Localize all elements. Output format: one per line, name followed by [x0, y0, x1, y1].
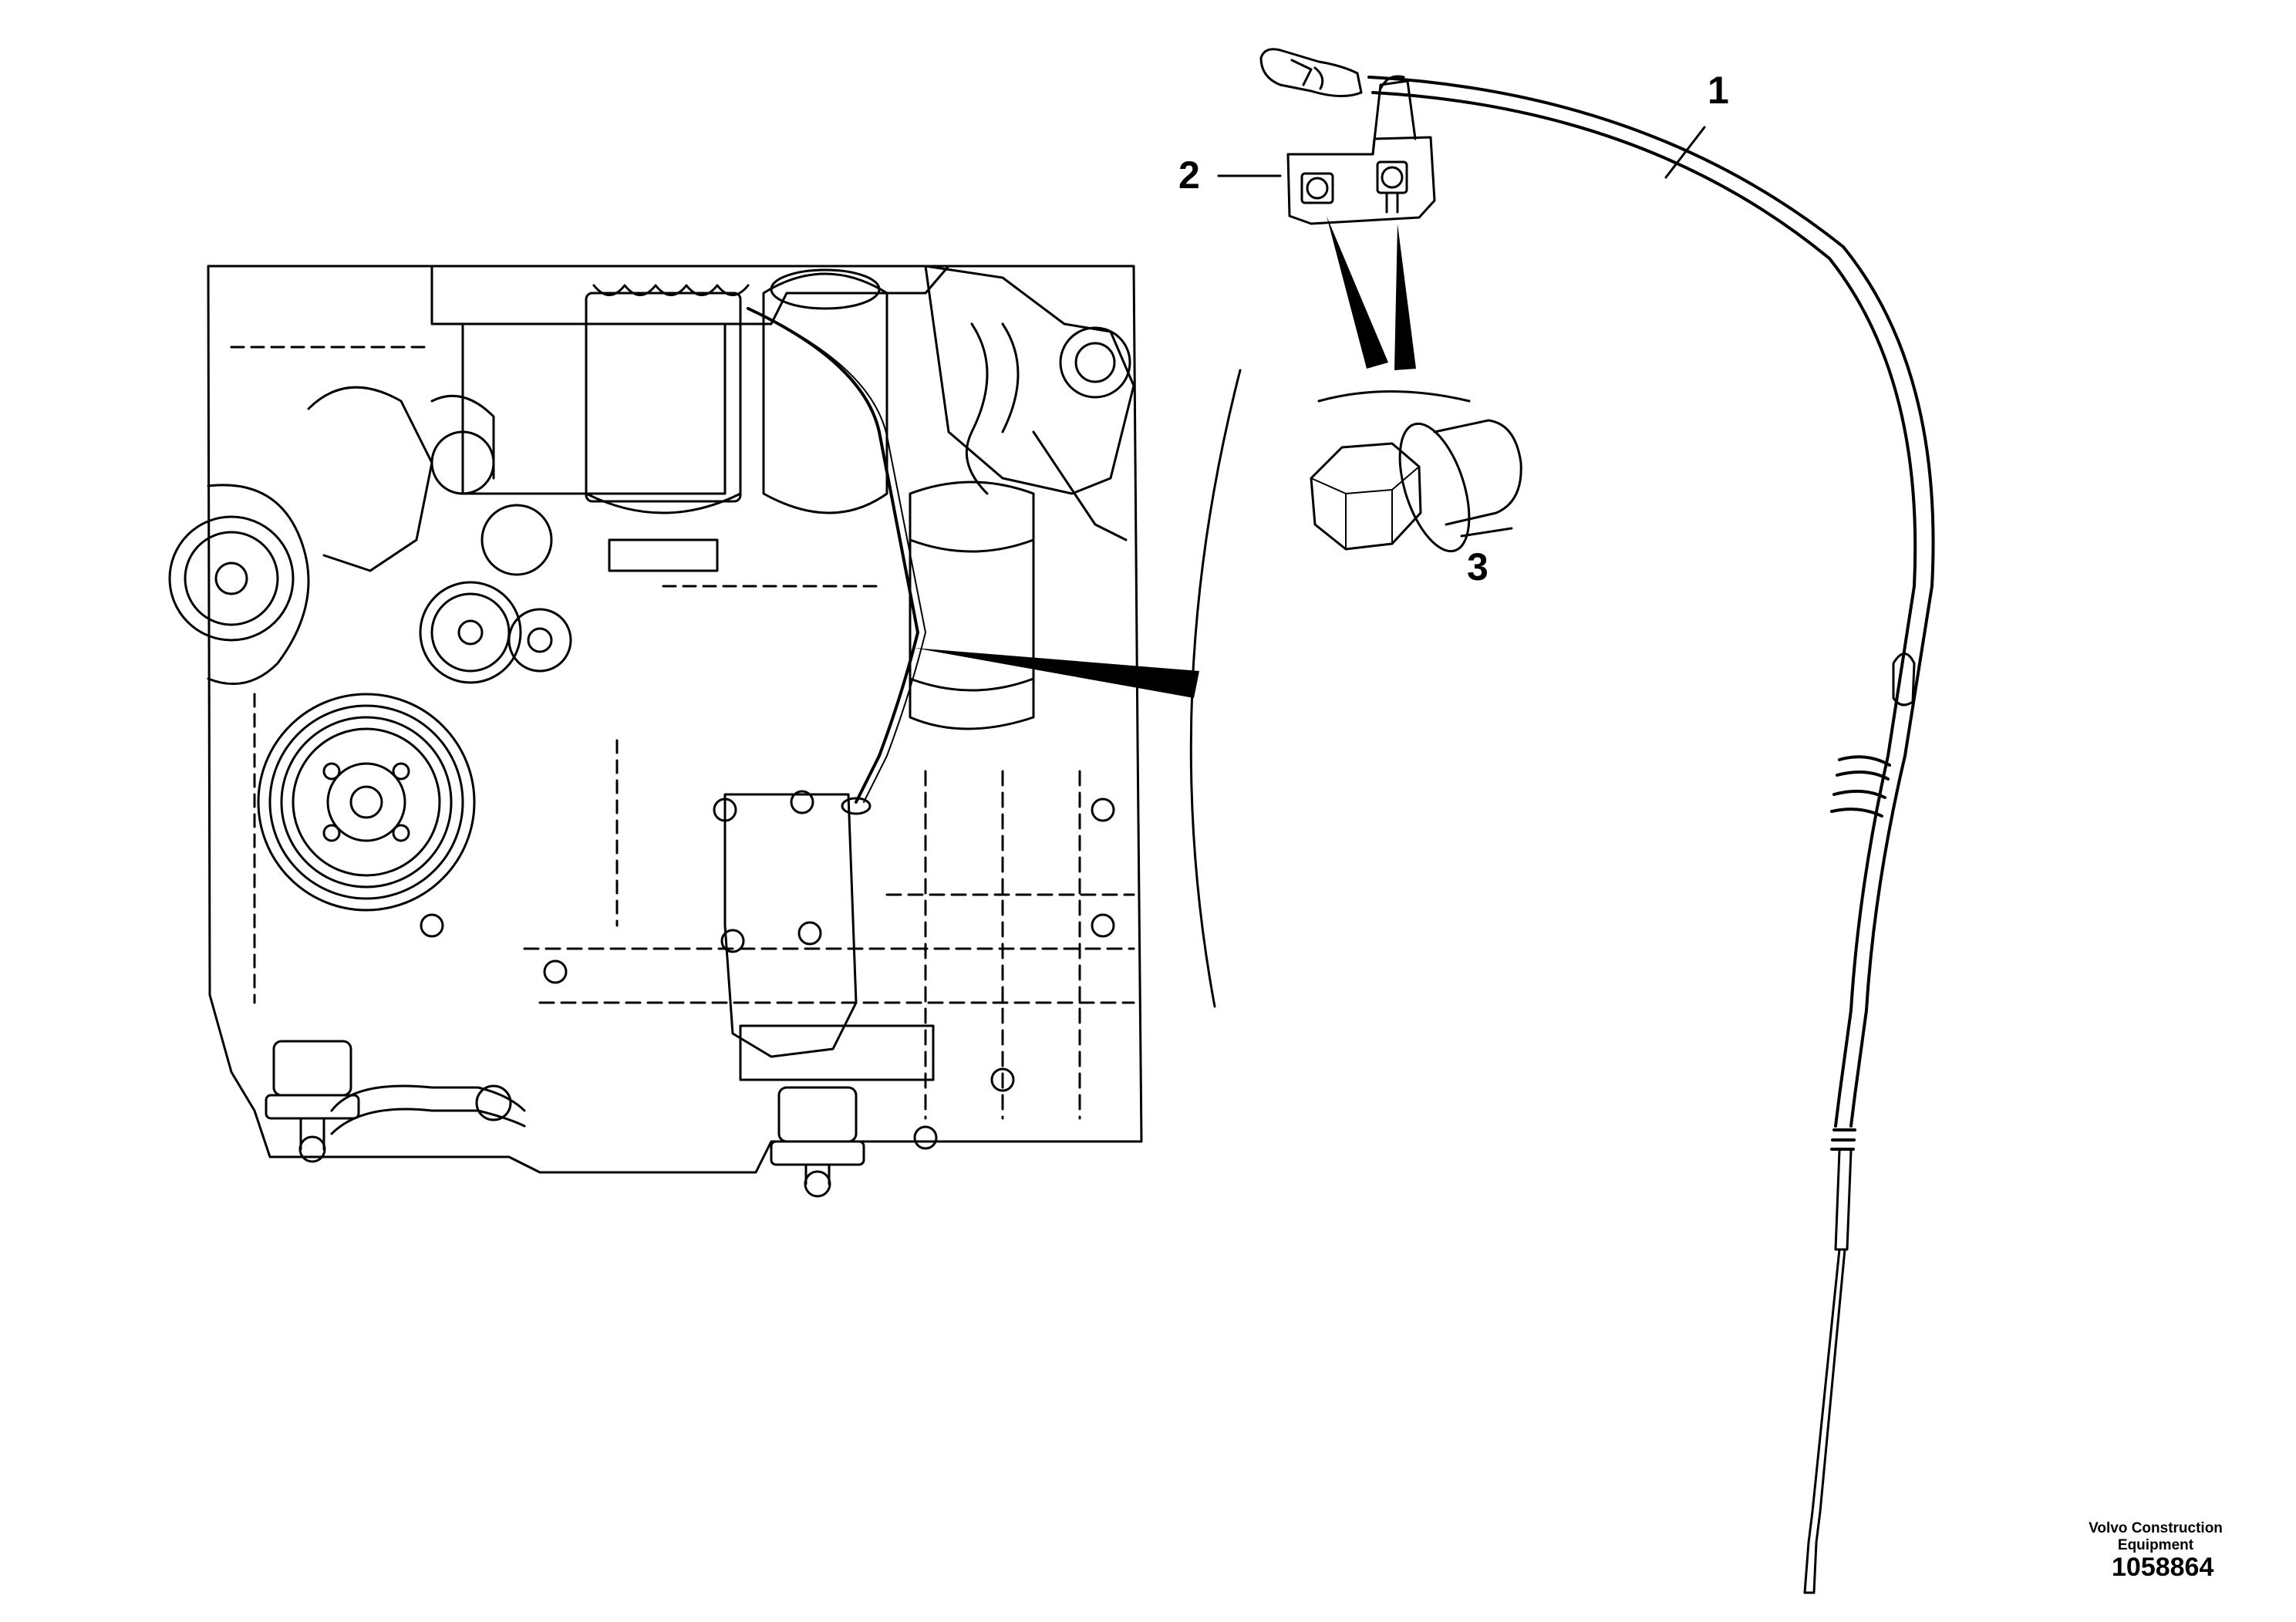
manufacturer-line-2: Equipment	[2117, 1537, 2194, 1554]
bolt-icon	[1310, 419, 1522, 553]
leader-line-3	[1460, 527, 1513, 538]
leader-line-1	[1664, 126, 1706, 179]
callout-number-2: 2	[1178, 153, 1200, 197]
manufacturer-label: Volvo Construction Equipment	[2063, 1520, 2248, 1555]
callout-number-3: 3	[1467, 545, 1489, 588]
idler-pulley	[419, 581, 522, 684]
document-number: 1058864	[2112, 1553, 2214, 1582]
crankshaft-pulley	[257, 693, 476, 912]
engine-mount-right	[770, 1086, 865, 1198]
bracket-icon	[1286, 75, 1436, 225]
callout-leaders	[1217, 126, 1706, 538]
callout-number-1: 1	[1708, 69, 1729, 112]
engine-mount-left	[265, 1040, 360, 1163]
alternator-pulley	[168, 484, 310, 686]
detail-view-indicator	[914, 216, 1471, 1008]
dipstick-icon	[1259, 48, 1935, 1594]
manufacturer-line-1: Volvo Construction	[2089, 1520, 2223, 1536]
engine-assembly-illustration	[168, 265, 1143, 1198]
